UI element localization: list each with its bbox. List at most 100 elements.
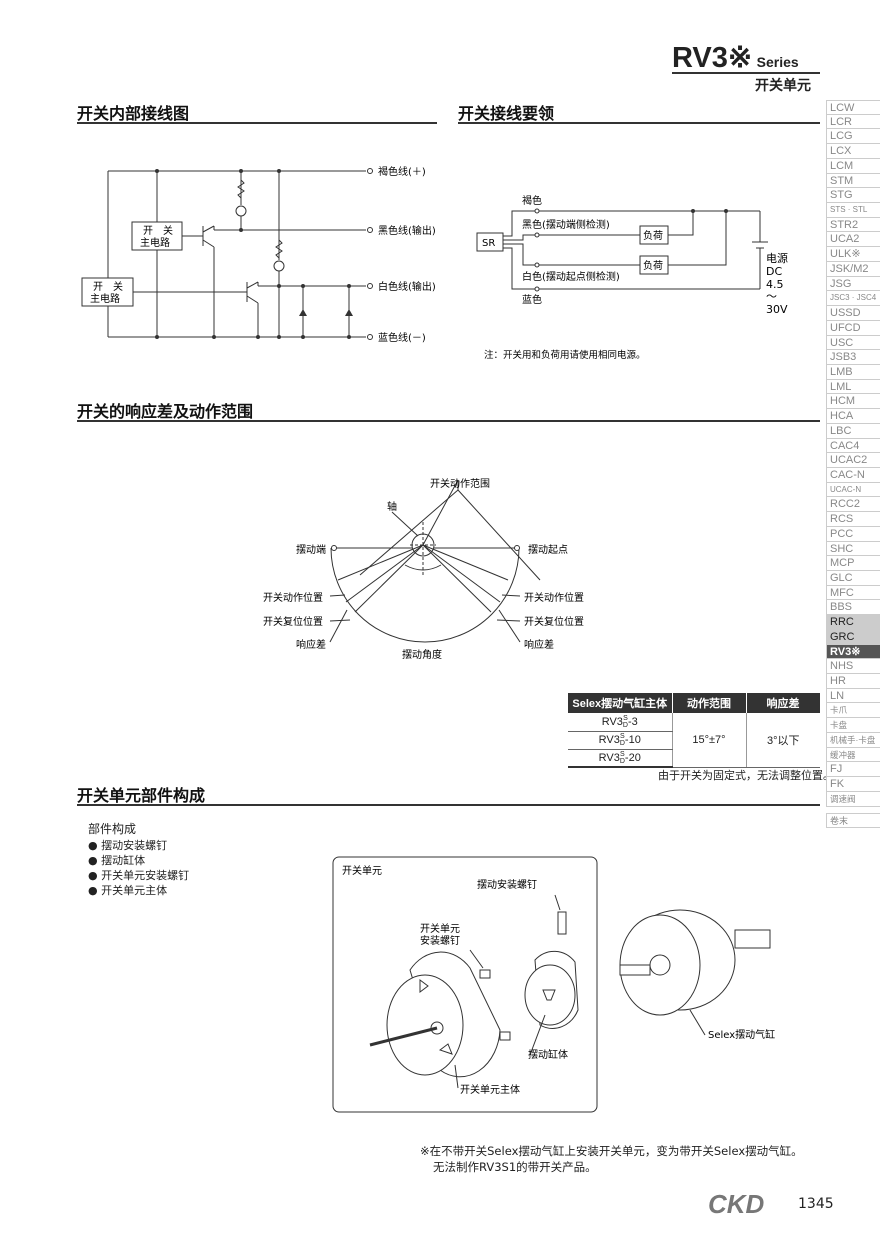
act-pos-label: 开关动作位置 xyxy=(263,591,323,604)
list-item: ● 开关单元主体 xyxy=(88,884,168,897)
blue-label: 蓝色 xyxy=(522,293,542,306)
section-title-wiring-guide: 开关接线要领 xyxy=(458,104,555,123)
section-rule xyxy=(77,420,820,422)
sidebar-item[interactable]: GRC xyxy=(826,629,880,645)
act-pos-label: 开关动作位置 xyxy=(524,591,584,604)
sr-label: SR xyxy=(482,238,495,249)
table-header: 响应差 xyxy=(746,693,821,713)
sidebar-item[interactable]: HCM xyxy=(826,394,880,410)
sidebar-item[interactable]: HR xyxy=(826,674,880,689)
sidebar-item[interactable]: UCA2 xyxy=(826,232,880,248)
sidebar-item[interactable]: UCAC-N xyxy=(826,482,880,498)
sidebar-item[interactable]: LCX xyxy=(826,144,880,159)
sidebar-item[interactable]: LCM xyxy=(826,158,880,174)
sidebar-item[interactable]: PCC xyxy=(826,526,880,542)
power-label: 4.5 xyxy=(766,278,784,291)
section-rule xyxy=(458,122,820,124)
sidebar-item[interactable]: LMB xyxy=(826,364,880,380)
sidebar-item[interactable]: SHC xyxy=(826,541,880,557)
sidebar-item[interactable]: 缓冲器 xyxy=(826,747,880,763)
sidebar-item[interactable]: BBS xyxy=(826,600,880,616)
footer-note: ※在不带开关Selex摆动气缸上安装开关单元，变为带开关Selex摆动气缸。 xyxy=(420,1144,803,1158)
power-label: DC xyxy=(766,265,782,278)
sidebar-item[interactable]: LN xyxy=(826,688,880,704)
reset-pos-label: 开关复位位置 xyxy=(263,615,323,628)
sidebar-item[interactable]: RV3※ xyxy=(826,644,880,660)
power-label: ～ xyxy=(766,290,777,303)
sidebar-item[interactable]: UCAC2 xyxy=(826,453,880,468)
sidebar-item[interactable]: HCA xyxy=(826,409,880,424)
list-item: ● 开关单元安装螺钉 xyxy=(88,869,190,882)
sidebar-item[interactable]: LML xyxy=(826,379,880,395)
sidebar-item[interactable]: USC xyxy=(826,335,880,351)
sidebar-item[interactable]: STR2 xyxy=(826,217,880,233)
parts-list: ● 摆动安装螺钉 ● 摆动缸体 ● 开关单元安装螺钉 ● 开关单元主体 xyxy=(88,838,189,898)
page-number: 1345 xyxy=(798,1196,834,1212)
sidebar-item-end[interactable]: 卷末 xyxy=(826,813,880,828)
sidebar-item[interactable]: NHS xyxy=(826,659,880,675)
sidebar-item[interactable]: MFC xyxy=(826,585,880,601)
axis-label: 轴 xyxy=(387,500,397,513)
sidebar-item[interactable]: 机械手·卡盘 xyxy=(826,732,880,748)
sidebar-item[interactable]: LCG xyxy=(826,129,880,145)
main-circuit-label: 主电路 xyxy=(140,236,170,249)
sidebar-item[interactable]: LCW xyxy=(826,100,880,115)
load-label: 负荷 xyxy=(643,259,663,272)
sidebar-item[interactable]: FK xyxy=(826,777,880,792)
unit-screw-label: 安装螺钉 xyxy=(420,934,460,947)
wire-black-label: 黑色线(输出) xyxy=(378,224,436,237)
cylinder-label: Selex摆动气缸 xyxy=(708,1028,775,1041)
unit-label: 开关单元主体 xyxy=(460,1083,520,1096)
section-rule xyxy=(77,804,820,806)
sidebar-item[interactable]: 调速阀 xyxy=(826,791,880,807)
section-title-parts: 开关单元部件构成 xyxy=(77,786,206,805)
power-label: 电源 xyxy=(766,251,788,265)
parts-illustration: 开关单元 摆动安装螺钉 开关单元 安装螺钉 摆动缸体 开关单元主体 Selex摆… xyxy=(332,856,775,1113)
sidebar-item[interactable]: STS · STL xyxy=(826,203,880,218)
sidebar-item[interactable]: JSB3 xyxy=(826,350,880,365)
white-label: 白色(摆动起点侧检测) xyxy=(522,270,620,283)
hysteresis-cell: 3°以下 xyxy=(746,713,820,768)
sidebar-item[interactable]: RCS xyxy=(826,512,880,527)
sidebar-item[interactable]: CAC4 xyxy=(826,438,880,454)
wire-brown-label: 褐色线(＋) xyxy=(378,165,426,178)
range-label: 开关动作范围 xyxy=(430,477,490,490)
sidebar-item[interactable]: CAC-N xyxy=(826,467,880,483)
swing-start-label: 摆动起点 xyxy=(528,543,568,556)
sidebar-item[interactable]: STM xyxy=(826,173,880,189)
sidebar-item[interactable]: RRC xyxy=(826,615,880,630)
sidebar-item[interactable]: JSC3 · JSC4 xyxy=(826,291,880,307)
sidebar-item[interactable]: LCR xyxy=(826,114,880,130)
model-name: RV3※ xyxy=(672,42,753,74)
section-rule xyxy=(77,122,437,124)
box-title: 开关单元 xyxy=(342,864,382,877)
brown-label: 褐色 xyxy=(522,194,542,207)
sidebar-item[interactable]: JSK/M2 xyxy=(826,261,880,277)
page-subtitle: 开关单元 xyxy=(755,78,811,94)
sidebar-item[interactable]: FJ xyxy=(826,762,880,778)
sidebar-item[interactable]: LBC xyxy=(826,423,880,439)
sidebar-item[interactable]: RCC2 xyxy=(826,497,880,513)
response-diagram: 开关动作范围 轴 摆动端 摆动起点 开关动作位置 开关复位位置 响应差 开关动作… xyxy=(263,477,584,661)
sidebar-item[interactable]: 卡盘 xyxy=(826,718,880,733)
sidebar-item[interactable]: STG xyxy=(826,188,880,204)
sidebar-item[interactable]: 卡爪 xyxy=(826,703,880,719)
sidebar-item[interactable]: GLC xyxy=(826,571,880,586)
section-title-internal-wiring: 开关内部接线图 xyxy=(77,104,190,123)
cam-label: 摆动缸体 xyxy=(528,1048,568,1061)
parts-heading: 部件构成 xyxy=(88,822,137,836)
sidebar-item[interactable]: JSG xyxy=(826,276,880,292)
sidebar-item[interactable]: UFCD xyxy=(826,320,880,336)
sidebar-item[interactable]: USSD xyxy=(826,306,880,321)
load-label: 负荷 xyxy=(643,229,663,242)
main-circuit-label: 开 关 xyxy=(143,224,173,237)
table-header: Selex摆动气缸主体 xyxy=(568,693,673,713)
sidebar-item[interactable]: MCP xyxy=(826,556,880,571)
sidebar-item[interactable]: ULK※ xyxy=(826,247,880,262)
section-title-response: 开关的响应差及动作范围 xyxy=(77,402,254,421)
list-item: ● 摆动缸体 xyxy=(88,854,146,867)
